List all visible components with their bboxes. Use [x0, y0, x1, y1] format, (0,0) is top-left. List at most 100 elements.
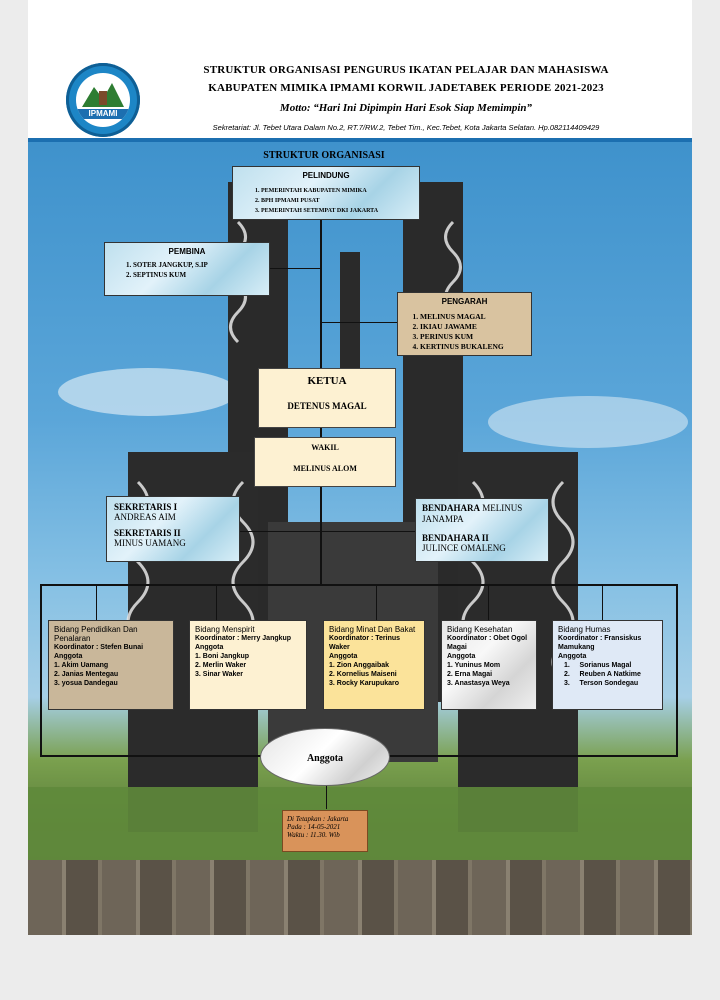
bidang-title: Bidang Kesehatan [447, 625, 513, 634]
bidang-member: 3. Terson Sondegau [564, 680, 639, 687]
connector-frame-right [676, 584, 678, 757]
signoff-time: Waktu : 11.30. Wib [287, 831, 340, 839]
pembina-box: PEMBINA SOTER JANGKUP, S.IP SEPTINUS KUM [104, 242, 270, 296]
bidang-coordinator: Koordinator : Obet Ogol Magai [447, 635, 528, 651]
connector-pembina [270, 268, 321, 269]
bidang-member: 2. Erna Magai [447, 671, 493, 678]
pengarah-item: MELINUS MAGAL [420, 312, 525, 322]
bidang-member: 1. Boni Jangkup [195, 653, 250, 660]
ketua-title: KETUA [307, 375, 347, 387]
pembina-item: SOTER JANGKUP, S.IP [133, 260, 263, 270]
header-line-1: STRUKTUR ORGANISASI PENGURUS IKATAN PELA… [203, 64, 609, 76]
bidang-members-label: Anggota [195, 644, 224, 651]
connector-wakil-down [320, 486, 322, 584]
logo-text: IPMAMI [76, 109, 130, 119]
bidang-member: 3. yosua Dandegau [54, 680, 118, 687]
bidang-member: 1. Sorianus Magal [564, 662, 632, 669]
connector-ketua-wakil [320, 422, 322, 438]
header-motto: Motto: “Hari Ini Dipimpin Hari Esok Siap… [279, 102, 533, 114]
connector-frame-left [40, 584, 42, 757]
bidang-humas-box: Bidang Humas Koordinator : Fransiskus Ma… [552, 620, 663, 710]
connector-drop-1 [96, 586, 97, 620]
logo-emblem: IPMAMI [76, 73, 130, 127]
sekretaris-2-name: MINUS UAMANG [114, 538, 186, 548]
bidang-title: Bidang Menspirit [195, 625, 255, 634]
header-line-2: KABUPATEN MIMIKA IPMAMI KORWIL JADETABEK… [208, 82, 604, 94]
signoff-date: Pada : 14-05-2021 [287, 823, 341, 831]
connector-drop-4 [488, 586, 489, 620]
bendahara-2-name: JULINCE OMALENG [422, 543, 506, 553]
pengarah-item: KERTINUS BUKALENG [420, 342, 525, 352]
bendahara-2: BENDAHARA II JULINCE OMALENG [422, 533, 542, 553]
pelindung-title: PELINDUNG [302, 171, 350, 180]
connector-bidang-bus [40, 584, 678, 586]
mountain-icon [82, 83, 124, 107]
bendahara-box: BENDAHARA MELINUS JANAMPA BENDAHARA II J… [415, 498, 549, 562]
bidang-coordinator: Koordinator : Stefen Bunai [54, 644, 144, 651]
signoff-place: Di Tetapkan : Jakarta [287, 815, 349, 823]
pembina-item: SEPTINUS KUM [133, 270, 263, 280]
wakil-name: MELINUS ALOM [293, 464, 357, 473]
bidang-member: 3. Rocky Karupukaro [329, 680, 400, 687]
connector-drop-5 [602, 586, 603, 620]
pengarah-box: PENGARAH MELINUS MAGAL IKIAU JAWAME PERI… [397, 292, 532, 356]
connector-pengarah [321, 322, 397, 323]
ketua-name: DETENUS MAGAL [287, 401, 367, 411]
bidang-title: Bidang Pendidikan Dan Penalaran [54, 625, 138, 643]
diagram-title: STRUKTUR ORGANISASI [263, 150, 385, 161]
bidang-members-label: Anggota [447, 653, 476, 660]
bidang-title: Bidang Humas [558, 625, 611, 634]
connector-drop-2 [216, 586, 217, 620]
pengarah-title: PENGARAH [441, 297, 488, 306]
sekretaris-box: SEKRETARIS I ANDREAS AIM SEKRETARIS II M… [106, 496, 240, 562]
document-page: IPMAMI STRUKTUR ORGANISASI PENGURUS IKAT… [28, 0, 692, 935]
bidang-title: Bidang Minat Dan Bakat [329, 625, 416, 634]
bidang-member: 3. Sinar Waker [195, 671, 243, 678]
pelindung-item: PEMERINTAH SETEMPAT DKI JAKARTA [261, 206, 413, 216]
header-rule [28, 138, 692, 142]
bidang-members-label: Anggota [329, 653, 358, 660]
bidang-member: 2. Janias Mentegau [54, 671, 119, 678]
bidang-member: 1. Yuninus Mom [447, 662, 501, 669]
bendahara-2-title: BENDAHARA II [422, 533, 489, 543]
sekretaris-1-name: ANDREAS AIM [114, 512, 176, 522]
bidang-member: 2. Reuben A Natkime [564, 671, 641, 678]
sekretaris-2: SEKRETARIS II MINUS UAMANG [114, 528, 232, 548]
bidang-member: 1. Akim Uamang [54, 662, 109, 669]
pelindung-item: BPH IPMAMI PUSAT [261, 196, 413, 206]
bendahara-1-title: BENDAHARA [422, 503, 481, 513]
anggota-label: Anggota [306, 753, 344, 764]
monument-illustration [28, 182, 692, 862]
stone-wall [28, 860, 692, 935]
bidang-coordinator: Koordinator : Merry Jangkup [195, 635, 292, 642]
bidang-minat-bakat-box: Bidang Minat Dan Bakat Koordinator : Ter… [323, 620, 425, 710]
wakil-box: WAKIL MELINUS ALOM [254, 437, 396, 487]
bidang-member: 3. Anastasya Weya [447, 680, 510, 687]
sekretaris-1-title: SEKRETARIS I [114, 502, 178, 512]
connector-main-vertical [320, 220, 322, 370]
connector-drop-3 [376, 586, 377, 620]
bidang-members-label: Anggota [54, 653, 83, 660]
bidang-coordinator: Koordinator : Fransiskus Mamukang [558, 635, 642, 651]
bidang-kesehatan-box: Bidang Kesehatan Koordinator : Obet Ogol… [441, 620, 537, 710]
pengarah-list: MELINUS MAGAL IKIAU JAWAME PERINUS KUM K… [404, 312, 525, 352]
bendahara-1: BENDAHARA MELINUS JANAMPA [422, 503, 542, 525]
connector-anggota-signoff [326, 785, 327, 809]
header-secretariat: Sekretariat: Jl. Tebet Utara Dalam No.2,… [212, 123, 600, 132]
wakil-title: WAKIL [311, 443, 339, 452]
connector-sek-ben [239, 531, 415, 532]
bidang-menspirit-box: Bidang Menspirit Koordinator : Merry Jan… [189, 620, 307, 710]
anggota-ellipse: Anggota [260, 728, 390, 786]
bidang-coordinator: Koordinator : Terinus Waker [329, 635, 401, 651]
bidang-member: 2. Merlin Waker [195, 662, 247, 669]
pengarah-item: IKIAU JAWAME [420, 322, 525, 332]
pelindung-list: PEMERINTAH KABUPATEN MIMIKA BPH IPMAMI P… [239, 186, 413, 216]
bidang-pendidikan-box: Bidang Pendidikan Dan Penalaran Koordina… [48, 620, 174, 710]
pelindung-item: PEMERINTAH KABUPATEN MIMIKA [261, 186, 413, 196]
signoff-box: Di Tetapkan : Jakarta Pada : 14-05-2021 … [282, 810, 368, 852]
bidang-member: 1. Zion Anggaibak [329, 662, 390, 669]
bidang-members-label: Anggota [558, 653, 587, 660]
pengarah-item: PERINUS KUM [420, 332, 525, 342]
pembina-list: SOTER JANGKUP, S.IP SEPTINUS KUM [111, 260, 263, 280]
pembina-title: PEMBINA [168, 247, 206, 256]
